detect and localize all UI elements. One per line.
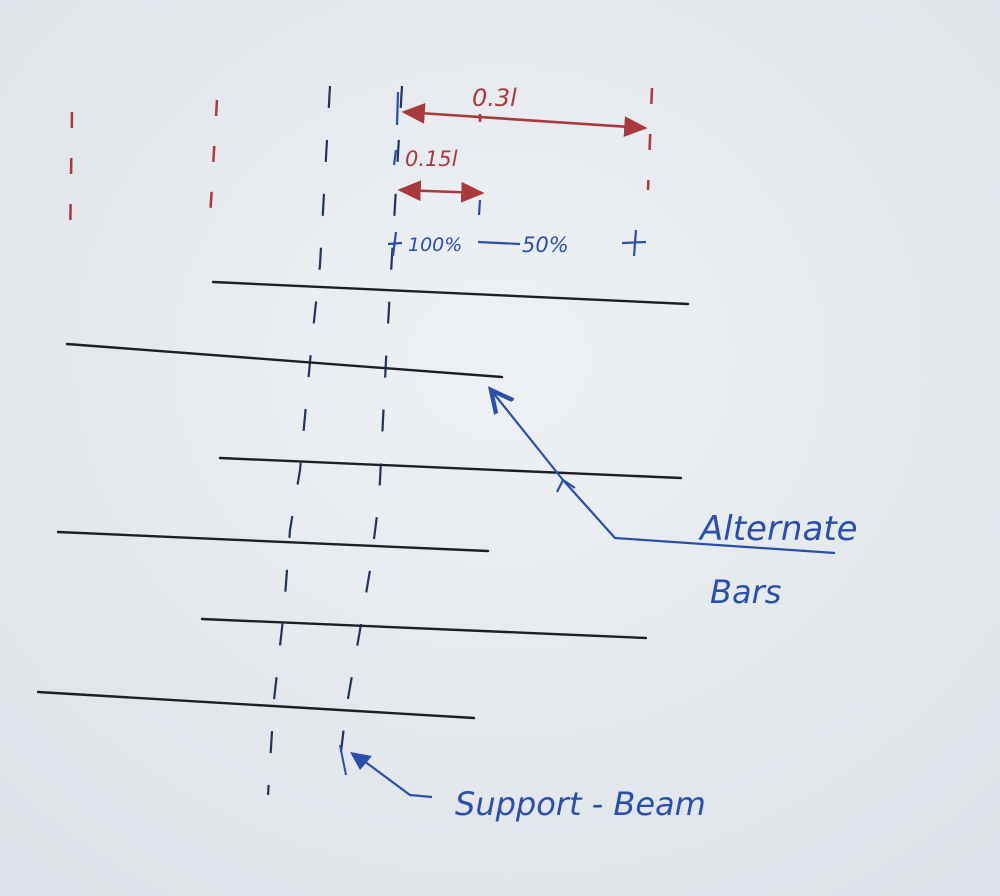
pointer-line	[562, 479, 836, 555]
bar	[36, 690, 476, 720]
dimension-arrow-0-15l	[397, 180, 485, 203]
label-alternate: Alternate	[698, 509, 858, 549]
support-line-right	[338, 85, 404, 761]
red-dashed-line	[646, 87, 654, 191]
red-reference-lines	[68, 87, 654, 246]
dimension-arrow-0-3l	[401, 103, 648, 137]
bar	[56, 530, 490, 553]
label-0-15l: 0.15l	[405, 147, 458, 171]
support-tick	[339, 744, 347, 776]
label-bars: Bars	[710, 573, 781, 611]
bar	[65, 342, 504, 379]
label-100-percent: 100%	[408, 234, 462, 256]
bar	[218, 456, 683, 480]
percentage-markers	[387, 229, 647, 257]
label-50-percent: 50%	[522, 233, 569, 257]
bar	[211, 280, 690, 306]
support-line-left	[266, 85, 332, 796]
dimension-arrows	[397, 103, 648, 203]
bars	[36, 280, 690, 720]
support-lines	[266, 85, 404, 796]
pointer-line	[359, 757, 433, 799]
bar	[200, 617, 648, 640]
support-beam-pointer	[359, 757, 433, 799]
label-0-3l: 0.3l	[472, 84, 517, 112]
plus-marker	[621, 229, 647, 257]
alternate-bars-pointer	[491, 390, 836, 555]
support-arrowhead-icon	[350, 752, 372, 770]
blue-ticks	[392, 91, 482, 216]
plus-marker	[387, 231, 403, 257]
label-support-beam: Support - Beam	[455, 785, 706, 823]
dash-marker	[477, 240, 521, 246]
pointer-arrow	[491, 390, 564, 481]
pointer-arrowhead	[556, 479, 576, 493]
